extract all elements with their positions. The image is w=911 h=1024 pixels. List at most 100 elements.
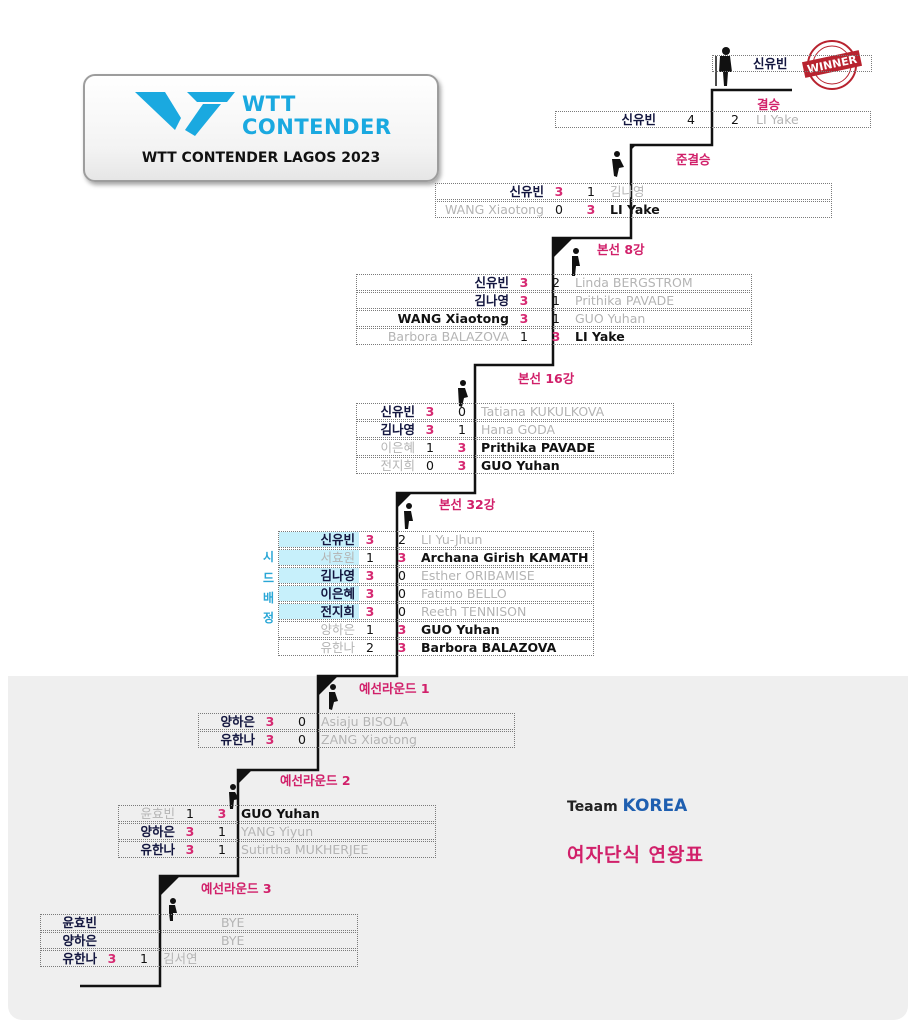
r32-left-player: 양하은	[320, 622, 355, 637]
q3-right-score	[137, 915, 151, 932]
climber-icon	[329, 684, 338, 710]
r16-left-score: 0	[426, 458, 434, 473]
logo-wordmark-line2: CONTENDER	[242, 115, 392, 139]
r32-left-score: 3	[365, 568, 375, 583]
r32-left-score: 3	[365, 604, 375, 619]
climber-icon	[612, 151, 624, 177]
r32-left-player: 서효원	[320, 550, 355, 565]
seed-label-2: 드	[263, 571, 275, 585]
r32-left-score: 3	[365, 532, 375, 547]
q3-left-score	[105, 933, 119, 950]
q3-left-score	[105, 915, 119, 932]
r16-right-player: Hana GODA	[481, 422, 556, 437]
r16-left-player: 김나영	[380, 422, 415, 437]
seed-label-4: 정	[263, 611, 275, 625]
r16-right-score: 3	[457, 458, 467, 473]
q1-left-player: 유한나	[220, 732, 255, 747]
climber-icon	[404, 503, 413, 529]
q1-left-score: 3	[265, 732, 275, 747]
q3-right-score	[137, 933, 151, 950]
r32-right-score: 0	[398, 586, 406, 601]
q2-right-score: 1	[218, 842, 226, 857]
q1-right-score: 0	[298, 714, 306, 729]
r32-left-score: 1	[366, 550, 374, 565]
stage-label-q3: 예선라운드 3	[201, 881, 272, 896]
stage-label-r32: 본선 32강	[439, 497, 496, 512]
r32-right-player: Archana Girish KAMATH	[421, 550, 589, 565]
q2-left-score: 3	[185, 842, 195, 857]
q1-left-score: 3	[265, 714, 275, 729]
qf-left-player: 김나영	[474, 293, 509, 308]
seed-highlight	[279, 604, 359, 619]
r16-left-score: 3	[425, 404, 435, 419]
q3-left-score: 3	[107, 951, 117, 966]
r32-right-score: 0	[398, 604, 406, 619]
semi-right-player: 김나영	[610, 184, 645, 199]
r16-match-row: 전지희 0 3 GUO Yuhan	[356, 457, 674, 474]
wtt-logo-icon	[135, 92, 235, 136]
r16-left-score: 1	[426, 440, 434, 455]
qf-left-player: Barbora BALAZOVA	[387, 329, 509, 344]
final-left-score: 4	[687, 112, 695, 127]
q1-left-player: 양하은	[220, 714, 255, 729]
q2-right-player: GUO Yuhan	[241, 806, 320, 821]
stage-label-q2: 예선라운드 2	[280, 773, 351, 788]
qf-right-player: GUO Yuhan	[575, 311, 646, 326]
qf-right-score: 1	[552, 311, 560, 326]
team-label: Teaam KOREA	[567, 796, 687, 816]
r32-left-player: 유한나	[320, 640, 355, 655]
stage-label-qf: 본선 8강	[597, 242, 645, 257]
r16-right-score: 3	[457, 440, 467, 455]
step-shadows	[160, 145, 636, 896]
q2-left-player: 유한나	[140, 842, 175, 857]
champion-name: 신유빈	[753, 56, 788, 71]
r32-right-score: 0	[398, 568, 406, 583]
r16-right-player: Tatiana KUKULKOVA	[481, 404, 605, 419]
r16-left-player: 전지희	[380, 458, 415, 473]
q3-left-player: 유한나	[62, 951, 97, 966]
q2-right-score: 1	[218, 824, 226, 839]
r32-right-player: Fatimo BELLO	[421, 586, 507, 601]
stage-label-q1: 예선라운드 1	[359, 681, 430, 696]
r32-right-score: 3	[397, 550, 407, 565]
r32-left-player: 이은혜	[320, 586, 355, 601]
seed-label-1: 시	[263, 550, 275, 564]
q2-left-player: 양하은	[140, 824, 175, 839]
r32-right-player: Reeth TENNISON	[421, 604, 527, 619]
q1-match-row: 유한나 3 0 ZANG Xiaotong	[198, 731, 515, 748]
q3-right-player: BYE	[221, 915, 245, 930]
qf-right-player: Prithika PAVADE	[575, 293, 675, 308]
q3-right-player: 김서연	[163, 951, 198, 966]
q2-right-score: 3	[217, 806, 227, 821]
qf-left-score: 3	[519, 275, 529, 290]
stage-label-semi: 준결승	[676, 152, 711, 167]
r32-right-player: GUO Yuhan	[421, 622, 500, 637]
q3-right-player: BYE	[221, 933, 245, 948]
qf-right-score: 1	[552, 293, 560, 308]
r16-left-player: 신유빈	[380, 404, 415, 419]
semi-right-player: LI Yake	[610, 202, 660, 217]
climber-icon	[458, 380, 468, 407]
q1-right-player: ZANG Xiaotong	[321, 732, 417, 747]
semi-right-score: 3	[586, 202, 596, 217]
q3-left-player: 양하은	[62, 933, 97, 948]
q2-left-player: 윤효빈	[140, 806, 175, 821]
q3-match-row: 양하은 BYE	[40, 932, 358, 949]
r16-right-player: GUO Yuhan	[481, 458, 560, 473]
q2-right-player: YANG Yiyun	[241, 824, 314, 839]
final-right-score: 2	[731, 112, 739, 127]
q1-right-score: 0	[298, 732, 306, 747]
qf-left-player: 신유빈	[474, 275, 509, 290]
semi-right-score: 1	[587, 184, 595, 199]
r32-right-player: LI Yu-Jhun	[421, 532, 483, 547]
